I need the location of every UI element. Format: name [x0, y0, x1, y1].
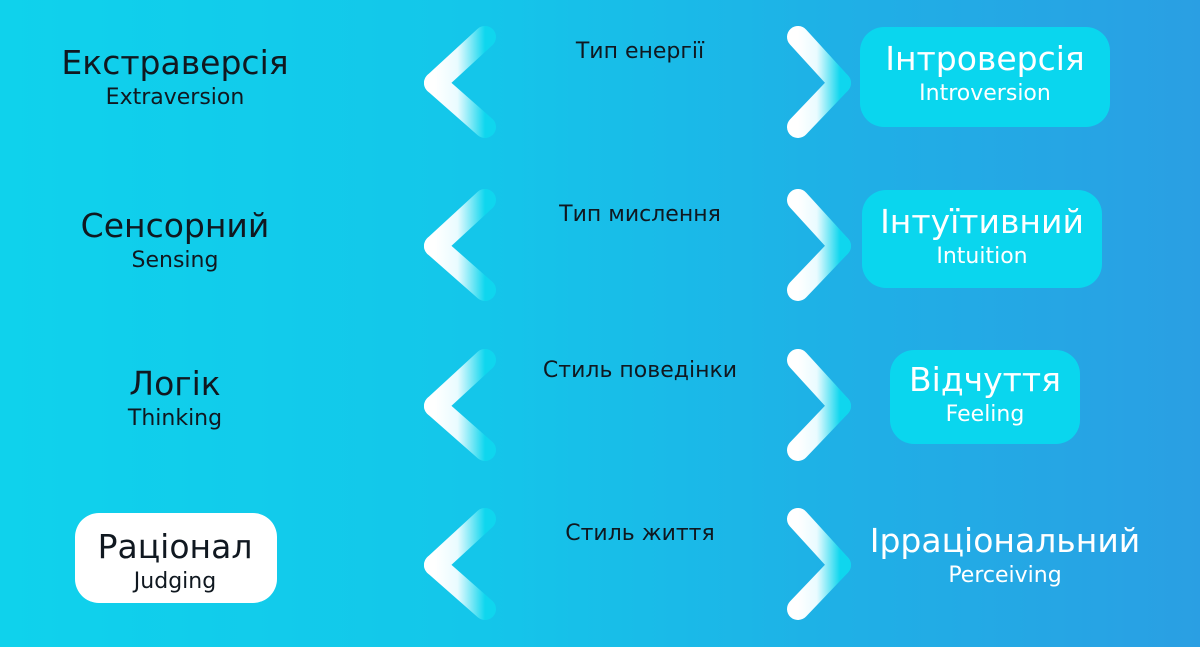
right-term: Інтуїтивний Intuition	[837, 202, 1127, 272]
left-term-english: Sensing	[131, 248, 219, 273]
double-arrow-icon	[424, 26, 851, 138]
right-term-name: Відчуття	[909, 360, 1061, 399]
left-term: Сенсорний Sensing	[50, 206, 300, 276]
highlight-pill	[890, 350, 1080, 444]
dichotomy-row-energy: Екстраверсія Extraversion Тип енергії Ін…	[0, 15, 1200, 165]
dichotomy-row-lifestyle: Раціонал Judging Стиль життя Ірраціональ…	[0, 497, 1200, 647]
left-term-name: Екстраверсія	[61, 43, 289, 82]
dichotomy-row-thinking-type: Сенсорний Sensing Тип мислення Інтуїтивн…	[0, 178, 1200, 328]
left-term: Екстраверсія Extraversion	[50, 43, 300, 113]
right-term: Ірраціональний Perceiving	[860, 521, 1150, 591]
left-term-english: Extraversion	[105, 85, 245, 110]
dimension-label: Тип мислення	[559, 202, 721, 227]
right-term-name: Ірраціональний	[869, 521, 1141, 560]
left-term-name: Раціонал	[97, 527, 253, 566]
dichotomy-row-behavior: Логік Thinking Стиль поведінки Відчуття …	[0, 338, 1200, 488]
right-term-english: Feeling	[945, 402, 1025, 427]
left-term-english: Judging	[133, 569, 217, 594]
right-term: Відчуття Feeling	[840, 360, 1130, 430]
dimension-label: Стиль життя	[565, 521, 715, 546]
highlight-pill	[862, 190, 1102, 288]
left-term-english: Thinking	[127, 406, 223, 431]
left-term: Раціонал Judging	[50, 527, 300, 597]
highlight-pill	[75, 513, 277, 603]
right-term-name: Інтроверсія	[885, 39, 1085, 78]
dimension-label: Стиль поведінки	[542, 358, 738, 383]
double-arrow-icon	[424, 189, 851, 301]
double-arrow-icon	[424, 508, 851, 620]
right-term: Інтроверсія Introversion	[840, 39, 1130, 109]
double-arrow-icon	[424, 349, 851, 461]
dimension-label: Тип енергії	[575, 39, 705, 64]
right-term-english: Introversion	[919, 81, 1051, 106]
left-term-name: Логік	[129, 364, 221, 403]
left-term: Логік Thinking	[50, 364, 300, 434]
right-term-english: Perceiving	[948, 563, 1062, 588]
highlight-pill	[860, 27, 1110, 127]
right-term-name: Інтуїтивний	[880, 202, 1084, 241]
right-term-english: Intuition	[936, 244, 1028, 269]
left-term-name: Сенсорний	[80, 206, 270, 245]
